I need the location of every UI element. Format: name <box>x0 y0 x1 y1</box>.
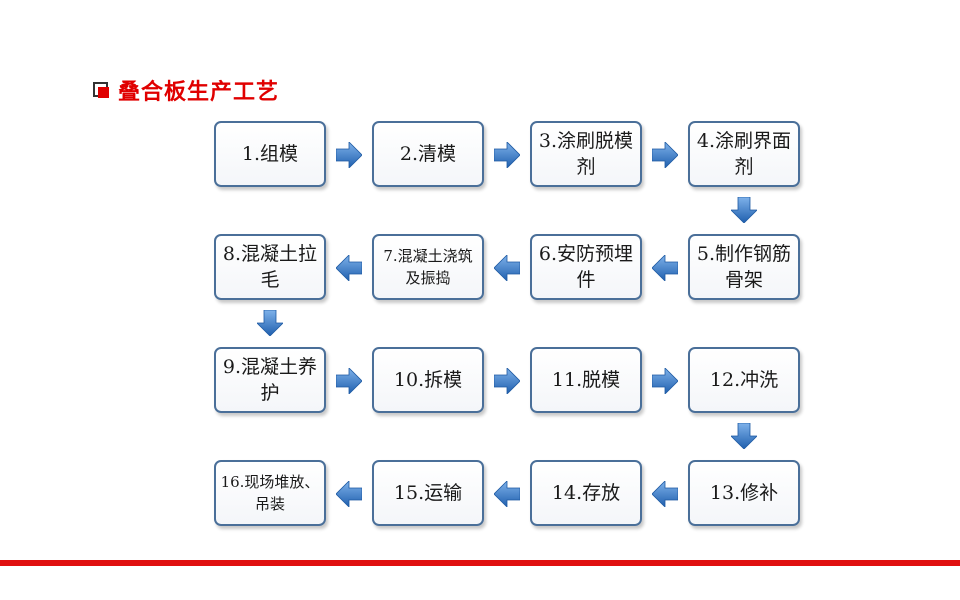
step-label-2: 2.清模 <box>399 143 457 165</box>
arrow-down-icon <box>257 310 283 336</box>
arrow-left-icon <box>494 481 520 507</box>
step-label-16: 16.现场堆放、吊装 <box>220 473 320 513</box>
step-label-10: 10.拆模 <box>393 369 463 391</box>
arrow-left-icon <box>336 255 362 281</box>
step-label-14: 14.存放 <box>551 482 621 504</box>
step-box-8: 8.混凝土拉毛 <box>214 234 326 300</box>
step-box-9: 9.混凝土养护 <box>214 347 326 413</box>
arrow-right-icon <box>652 142 678 168</box>
step-label-9: 9.混凝土养护 <box>222 356 318 404</box>
step-label-1: 1.组模 <box>241 143 299 165</box>
bottom-divider <box>0 560 960 566</box>
step-label-8: 8.混凝土拉毛 <box>222 243 318 291</box>
step-label-7: 7.混凝土浇筑及振捣 <box>383 247 473 287</box>
step-box-2: 2.清模 <box>372 121 484 187</box>
step-label-12: 12.冲洗 <box>709 369 779 391</box>
arrow-right-icon <box>336 368 362 394</box>
arrow-down-icon <box>731 423 757 449</box>
arrow-left-icon <box>652 255 678 281</box>
step-box-11: 11.脱模 <box>530 347 642 413</box>
step-box-5: 5.制作钢筋骨架 <box>688 234 800 300</box>
step-label-5: 5.制作钢筋骨架 <box>696 243 792 291</box>
step-label-11: 11.脱模 <box>551 369 621 391</box>
step-box-16: 16.现场堆放、吊装 <box>214 460 326 526</box>
step-box-6: 6.安防预埋件 <box>530 234 642 300</box>
slide-title: 叠合板生产工艺 <box>93 76 280 105</box>
arrow-left-icon <box>336 481 362 507</box>
arrow-left-icon <box>494 255 520 281</box>
arrow-right-icon <box>494 142 520 168</box>
title-text: 叠合板生产工艺 <box>118 80 280 105</box>
step-box-15: 15.运输 <box>372 460 484 526</box>
step-box-13: 13.修补 <box>688 460 800 526</box>
step-label-3: 3.涂刷脱模剂 <box>538 130 634 178</box>
step-box-7: 7.混凝土浇筑及振捣 <box>372 234 484 300</box>
step-box-14: 14.存放 <box>530 460 642 526</box>
step-box-3: 3.涂刷脱模剂 <box>530 121 642 187</box>
bullet-square-icon <box>93 81 110 99</box>
step-box-12: 12.冲洗 <box>688 347 800 413</box>
step-box-10: 10.拆模 <box>372 347 484 413</box>
step-label-15: 15.运输 <box>393 482 463 504</box>
arrow-right-icon <box>494 368 520 394</box>
step-label-13: 13.修补 <box>709 482 779 504</box>
step-label-4: 4.涂刷界面剂 <box>696 130 792 178</box>
step-box-4: 4.涂刷界面剂 <box>688 121 800 187</box>
step-box-1: 1.组模 <box>214 121 326 187</box>
arrow-left-icon <box>652 481 678 507</box>
arrow-right-icon <box>652 368 678 394</box>
arrow-down-icon <box>731 197 757 223</box>
step-label-6: 6.安防预埋件 <box>538 243 634 291</box>
arrow-right-icon <box>336 142 362 168</box>
